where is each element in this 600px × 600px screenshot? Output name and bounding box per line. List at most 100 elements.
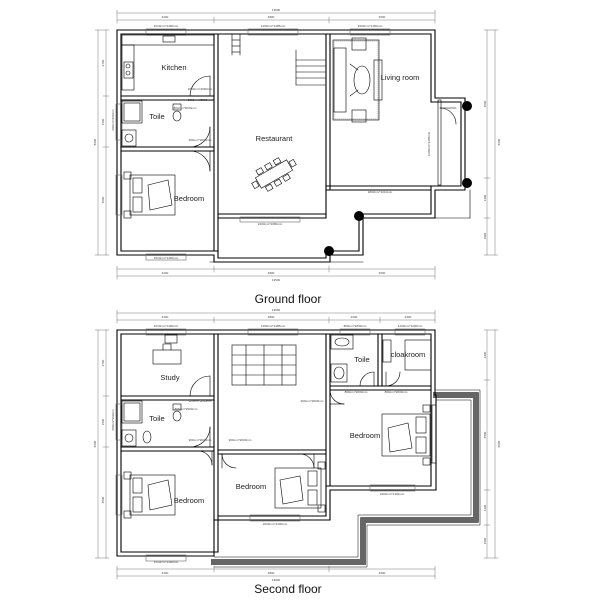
ground-left-seg-2: 1500 — [101, 118, 105, 125]
second-door-study: 900mm*2000mm — [189, 399, 212, 403]
second-study-furniture — [152, 334, 182, 365]
second-left-seg-3: 4500 — [101, 496, 105, 503]
ground-top-seg-2: 4800 — [268, 15, 275, 19]
ground-window-kitchen: 1010mm*1490mm — [154, 24, 179, 28]
second-toilet-fixtures — [121, 400, 182, 447]
room-label-cloakroom: cloakroom — [391, 350, 426, 359]
ground-toilet-fixtures — [121, 100, 182, 147]
second-window-toile2: 800mm*1800mm — [344, 324, 367, 328]
second-room-labels: Study Toile Toile cloakroom Bedroom Bedr… — [149, 350, 425, 505]
ground-kitchen-fixtures — [121, 34, 215, 91]
ground-window-stair: 1490mm*1485mm — [261, 24, 286, 28]
ground-left-seg-1: 2700 — [101, 59, 105, 66]
second-bedroom-mid-furniture — [274, 461, 326, 513]
ground-door-kitchen: 1010mm*2000mm — [188, 98, 213, 102]
second-doors — [189, 371, 401, 469]
ground-left-total: 8600 — [93, 138, 97, 145]
second-door-cloak: 800mm*2000mm — [385, 390, 408, 394]
ground-right-seg-1: 4500 — [483, 100, 487, 107]
ground-toile-window: 600mm*960mm — [111, 109, 115, 131]
ground-door-bed: 900mm*2000mm — [189, 138, 212, 142]
pillar-dot — [462, 101, 472, 111]
second-left-total: 8600 — [93, 440, 97, 447]
second-bottom-seg-1: 4200 — [162, 571, 169, 575]
ground-door-toile: 800mm*2000mm — [174, 106, 197, 110]
ground-doors — [189, 75, 457, 186]
room-label-toile: Toile — [149, 112, 164, 121]
second-top-seg-1: 4200 — [162, 315, 169, 319]
pillar-dot — [354, 211, 364, 221]
second-balcony-rail — [211, 389, 481, 568]
ground-right-total: 8600 — [497, 138, 501, 145]
second-right-seg-4: 1500 — [483, 537, 487, 544]
second-left-seg-2: 1500 — [101, 418, 105, 425]
second-right-total: 8600 — [497, 440, 501, 447]
second-floor-plan — [94, 309, 499, 580]
second-top-seg-2: 4800 — [268, 315, 275, 319]
second-window-mid: 2000mm*2100mm — [263, 522, 288, 526]
second-door-bed-left: 900mm*2000mm — [189, 438, 212, 442]
ground-staircase — [231, 33, 326, 86]
room-label-bedroom: Bedroom — [174, 194, 204, 203]
room-label-kitchen: Kitchen — [161, 63, 186, 72]
second-window-stair: 1490mm*1485mm — [261, 324, 286, 328]
room-label-toile-right: Toile — [354, 355, 369, 364]
second-toilet2-fixtures — [330, 334, 354, 383]
ground-left-seg-3: 4500 — [101, 196, 105, 203]
pillar-dot — [324, 246, 334, 256]
ground-dining-table — [251, 157, 297, 192]
ground-floor-plan — [94, 9, 499, 280]
ground-dimension-lines — [94, 9, 499, 280]
room-label-living-room: Living room — [381, 73, 420, 82]
dimension-text: 13500 4200 4800 4500 4200 4800 4500 1350… — [93, 8, 501, 582]
pillars — [324, 101, 472, 256]
ground-top-seg-1: 4200 — [162, 15, 169, 19]
ground-windows — [115, 28, 391, 261]
ground-bottom-seg-1: 4200 — [162, 271, 169, 275]
second-dimension-lines — [94, 309, 499, 580]
ground-bottom-seg-3: 4500 — [379, 271, 386, 275]
ground-window-living-side: 1800mm*1210mm — [368, 190, 393, 194]
room-label-study: Study — [160, 373, 179, 382]
second-window-cloak: 1200mm*1200mm — [398, 324, 423, 328]
second-door-toile: 800mm*2000mm — [175, 407, 198, 411]
ground-exterior — [209, 189, 471, 263]
second-cloakroom-fixtures — [382, 339, 432, 371]
second-top-seg-3: 2200 — [351, 315, 358, 319]
second-right-seg-3: 1490 — [483, 504, 487, 511]
ground-door-living: 1800mm*2000mm — [188, 87, 213, 91]
ground-bedroom-furniture — [123, 171, 176, 219]
ground-window-rest: 2400mm*2080mm — [258, 222, 283, 226]
second-window-study: 1010mm*1490mm — [154, 324, 179, 328]
ground-living-furniture — [332, 37, 383, 123]
second-left-seg-1: 2700 — [101, 359, 105, 366]
ground-top-seg-3: 4500 — [379, 15, 386, 19]
second-bedroom-master-furniture — [381, 404, 437, 466]
second-door-master: 900mm*2000mm — [301, 399, 324, 403]
second-top-seg-4: 2300 — [405, 315, 412, 319]
second-door-bed-mid: 900mm*2000mm — [229, 438, 252, 442]
ground-bottom-total: 13500 — [272, 278, 281, 282]
second-window-master: 2400mm*2100mm — [380, 492, 405, 496]
room-label-toile-left: Toile — [149, 414, 164, 423]
second-floor-title: Second floor — [254, 582, 321, 596]
second-door-toile2: 800mm*2000mm — [345, 390, 368, 394]
pillar-dot — [462, 178, 472, 188]
ground-right-seg-3: 1800 — [483, 232, 487, 239]
ground-floor-title: Ground floor — [255, 292, 322, 306]
ground-window-living: 1500mm*1490mm — [358, 24, 383, 28]
room-label-bedroom-mid: Bedroom — [236, 482, 266, 491]
room-label-bedroom-master: Bedroom — [350, 431, 380, 440]
second-bottom-total: 13500 — [272, 578, 281, 582]
second-bedroom-left-furniture — [123, 471, 176, 519]
second-staircase — [231, 344, 297, 386]
second-bottom-seg-2: 4800 — [268, 571, 275, 575]
second-right-seg-2: 4500 — [483, 431, 487, 438]
second-window-left: 1510mm*1490mm — [154, 560, 179, 564]
ground-bottom-seg-2: 4800 — [268, 271, 275, 275]
ground-front-door: 1200mm*2400mm — [427, 131, 431, 156]
ground-room-labels: Kitchen Toile Restaurant Living room Bed… — [149, 63, 419, 203]
ground-top-total: 13500 — [272, 8, 281, 12]
second-bottom-seg-3: 4500 — [379, 571, 386, 575]
